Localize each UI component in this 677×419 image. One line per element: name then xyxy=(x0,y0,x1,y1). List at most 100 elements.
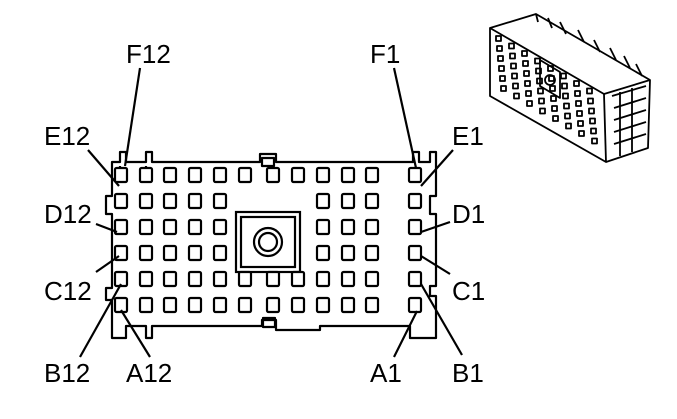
iso-pin-cavity xyxy=(499,75,506,82)
leader-e12 xyxy=(87,149,120,187)
pin-cavity-c1 xyxy=(407,244,423,262)
iso-pin-cavity xyxy=(534,57,541,65)
iso-pin-cavity xyxy=(577,120,584,127)
pin-cavity-a9 xyxy=(187,296,203,314)
iso-pin-cavity xyxy=(536,77,543,85)
pin-cavity-d8 xyxy=(212,218,228,236)
iso-pin-cavity xyxy=(578,130,585,137)
pin-cavity-f2 xyxy=(364,166,380,184)
pin-cavity-f10 xyxy=(162,166,178,184)
iso-pin-cavity xyxy=(551,105,558,112)
pin-cavity-d9 xyxy=(187,218,203,236)
connector-isometric-view xyxy=(489,13,651,163)
iso-pin-cavity xyxy=(500,85,507,92)
iso-pin-cavity xyxy=(562,92,569,100)
pin-cavity-d1 xyxy=(407,218,423,236)
label-d12: D12 xyxy=(44,199,92,229)
pin-cavity-b7 xyxy=(237,270,253,288)
pin-cavity-c10 xyxy=(162,244,178,262)
leader-f12 xyxy=(123,67,142,167)
pin-cavity-b6 xyxy=(265,270,281,288)
leader-c1 xyxy=(420,255,451,275)
label-e12: E12 xyxy=(44,121,90,151)
pin-cavity-d2 xyxy=(364,218,380,236)
leader-d1 xyxy=(420,220,451,234)
iso-pin-cavity xyxy=(561,82,568,90)
iso-pin-cavity xyxy=(588,107,595,115)
pin-cavity-grid xyxy=(113,166,423,314)
pin-cavity-e1 xyxy=(407,192,423,210)
iso-pin-cavity xyxy=(589,117,596,125)
pin-cavity-a6 xyxy=(265,296,281,314)
label-f12: F12 xyxy=(126,39,171,69)
label-c12: C12 xyxy=(44,276,92,306)
iso-pin-cavity xyxy=(575,100,582,107)
pin-cavity-f7 xyxy=(237,166,253,184)
pin-cavity-d10 xyxy=(162,218,178,236)
iso-pin-cavity xyxy=(510,62,517,70)
iso-pin-cavity xyxy=(576,110,583,117)
iso-pin-cavity xyxy=(525,90,532,97)
iso-pin-cavity xyxy=(547,65,554,72)
center-boss xyxy=(234,210,302,274)
pin-cavity-f11 xyxy=(138,166,154,184)
pin-cavity-e12 xyxy=(113,192,129,210)
leader-c12 xyxy=(95,255,120,273)
pin-cavity-c9 xyxy=(187,244,203,262)
pin-cavity-b10 xyxy=(162,270,178,288)
iso-pin-cavity xyxy=(524,80,531,87)
iso-pin-cavity xyxy=(573,80,580,87)
pin-cavity-a10 xyxy=(162,296,178,314)
pin-cavity-f1 xyxy=(407,166,423,184)
pin-cavity-e4 xyxy=(315,192,331,210)
label-d1: D1 xyxy=(452,199,485,229)
pin-cavity-b1 xyxy=(407,270,423,288)
pin-cavity-a12 xyxy=(113,296,129,314)
pin-cavity-f4 xyxy=(315,166,331,184)
iso-pin-cavity xyxy=(526,100,533,107)
iso-pin-cavity xyxy=(549,85,556,92)
leader-a12 xyxy=(120,309,151,358)
label-f1: F1 xyxy=(370,39,400,69)
label-a12: A12 xyxy=(126,358,172,388)
label-e1: E1 xyxy=(452,121,484,151)
pin-cavity-c11 xyxy=(138,244,154,262)
iso-pin-cavity xyxy=(512,82,519,90)
iso-pin-cavity xyxy=(521,50,528,57)
leader-e1 xyxy=(420,149,454,187)
iso-pin-cavity xyxy=(539,107,546,115)
label-a1: A1 xyxy=(370,358,402,388)
leader-a1 xyxy=(393,310,418,358)
pin-cavity-b8 xyxy=(212,270,228,288)
iso-pin-cavity xyxy=(574,90,581,97)
pin-cavity-a7 xyxy=(237,296,253,314)
pin-cavity-f5 xyxy=(290,166,306,184)
pin-cavity-b3 xyxy=(340,270,356,288)
pin-cavity-e2 xyxy=(364,192,380,210)
label-c1: C1 xyxy=(452,276,485,306)
pin-cavity-a1 xyxy=(407,296,423,314)
iso-pin-cavity xyxy=(522,60,529,67)
pin-cavity-d4 xyxy=(315,218,331,236)
leader-b12 xyxy=(79,283,122,358)
pin-cavity-e3 xyxy=(340,192,356,210)
pin-cavity-b5 xyxy=(290,270,306,288)
pin-cavity-a5 xyxy=(290,296,306,314)
pin-cavity-c3 xyxy=(340,244,356,262)
isometric-pin-grid xyxy=(495,35,598,145)
pin-cavity-f9 xyxy=(187,166,203,184)
pin-cavity-a2 xyxy=(364,296,380,314)
iso-pin-cavity xyxy=(590,127,597,135)
pin-cavity-f8 xyxy=(212,166,228,184)
pin-cavity-a11 xyxy=(138,296,154,314)
iso-pin-cavity xyxy=(497,55,504,62)
iso-pin-cavity xyxy=(498,65,505,72)
pin-cavity-d12 xyxy=(113,218,129,236)
pin-labels: F12 F1 E12 E1 D12 D1 C12 C1 B12 A12 A1 B… xyxy=(44,39,485,388)
pin-cavity-f6 xyxy=(265,166,281,184)
pin-cavity-e9 xyxy=(187,192,203,210)
pin-cavity-b11 xyxy=(138,270,154,288)
pin-cavity-f12 xyxy=(113,166,129,184)
